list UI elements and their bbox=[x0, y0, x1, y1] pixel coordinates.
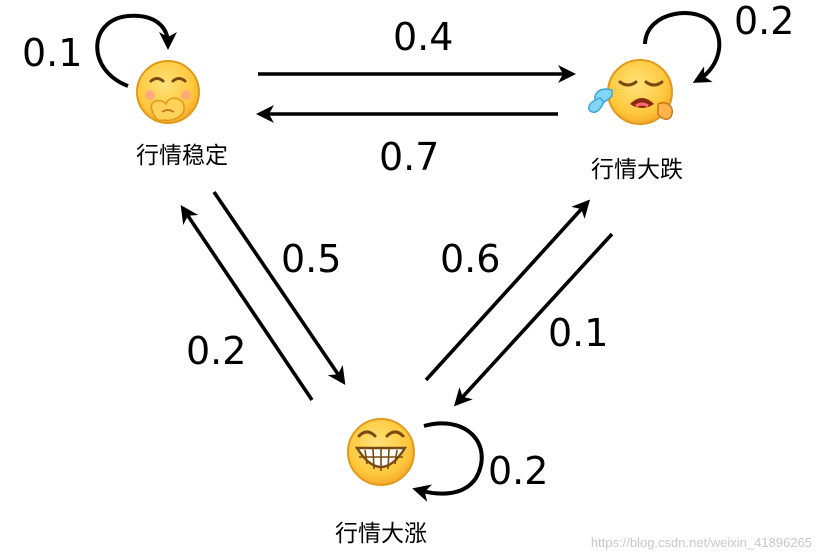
prob-stable-fall: 0.4 bbox=[393, 15, 453, 59]
prob-stable-stable: 0.1 bbox=[22, 31, 82, 75]
crying-face-icon bbox=[588, 59, 673, 125]
arrow-rise-to-fall bbox=[424, 199, 591, 382]
prob-fall-stable: 0.7 bbox=[379, 135, 439, 179]
prob-rise-rise: 0.2 bbox=[488, 449, 548, 493]
thinking-face-icon bbox=[136, 60, 200, 124]
state-label-rise: 行情大涨 bbox=[335, 521, 427, 547]
grinning-face-icon bbox=[347, 418, 415, 486]
prob-rise-fall: 0.6 bbox=[440, 237, 500, 281]
prob-fall-fall: 0.2 bbox=[734, 0, 794, 43]
prob-fall-rise: 0.1 bbox=[548, 311, 608, 355]
loop-fall bbox=[643, 11, 722, 83]
watermark-text: https://blog.csdn.net/weixin_41896265 bbox=[591, 535, 812, 550]
arrow-rise-to-stable bbox=[180, 205, 314, 402]
arrow-fall-to-rise bbox=[453, 232, 614, 407]
arrow-stable-to-rise bbox=[212, 190, 346, 385]
state-label-fall: 行情大跌 bbox=[591, 157, 683, 183]
state-label-stable: 行情稳定 bbox=[136, 143, 228, 169]
prob-rise-stable: 0.2 bbox=[186, 329, 246, 373]
prob-stable-rise: 0.5 bbox=[281, 237, 341, 281]
loop-rise bbox=[412, 421, 484, 502]
loop-stable bbox=[95, 13, 177, 88]
